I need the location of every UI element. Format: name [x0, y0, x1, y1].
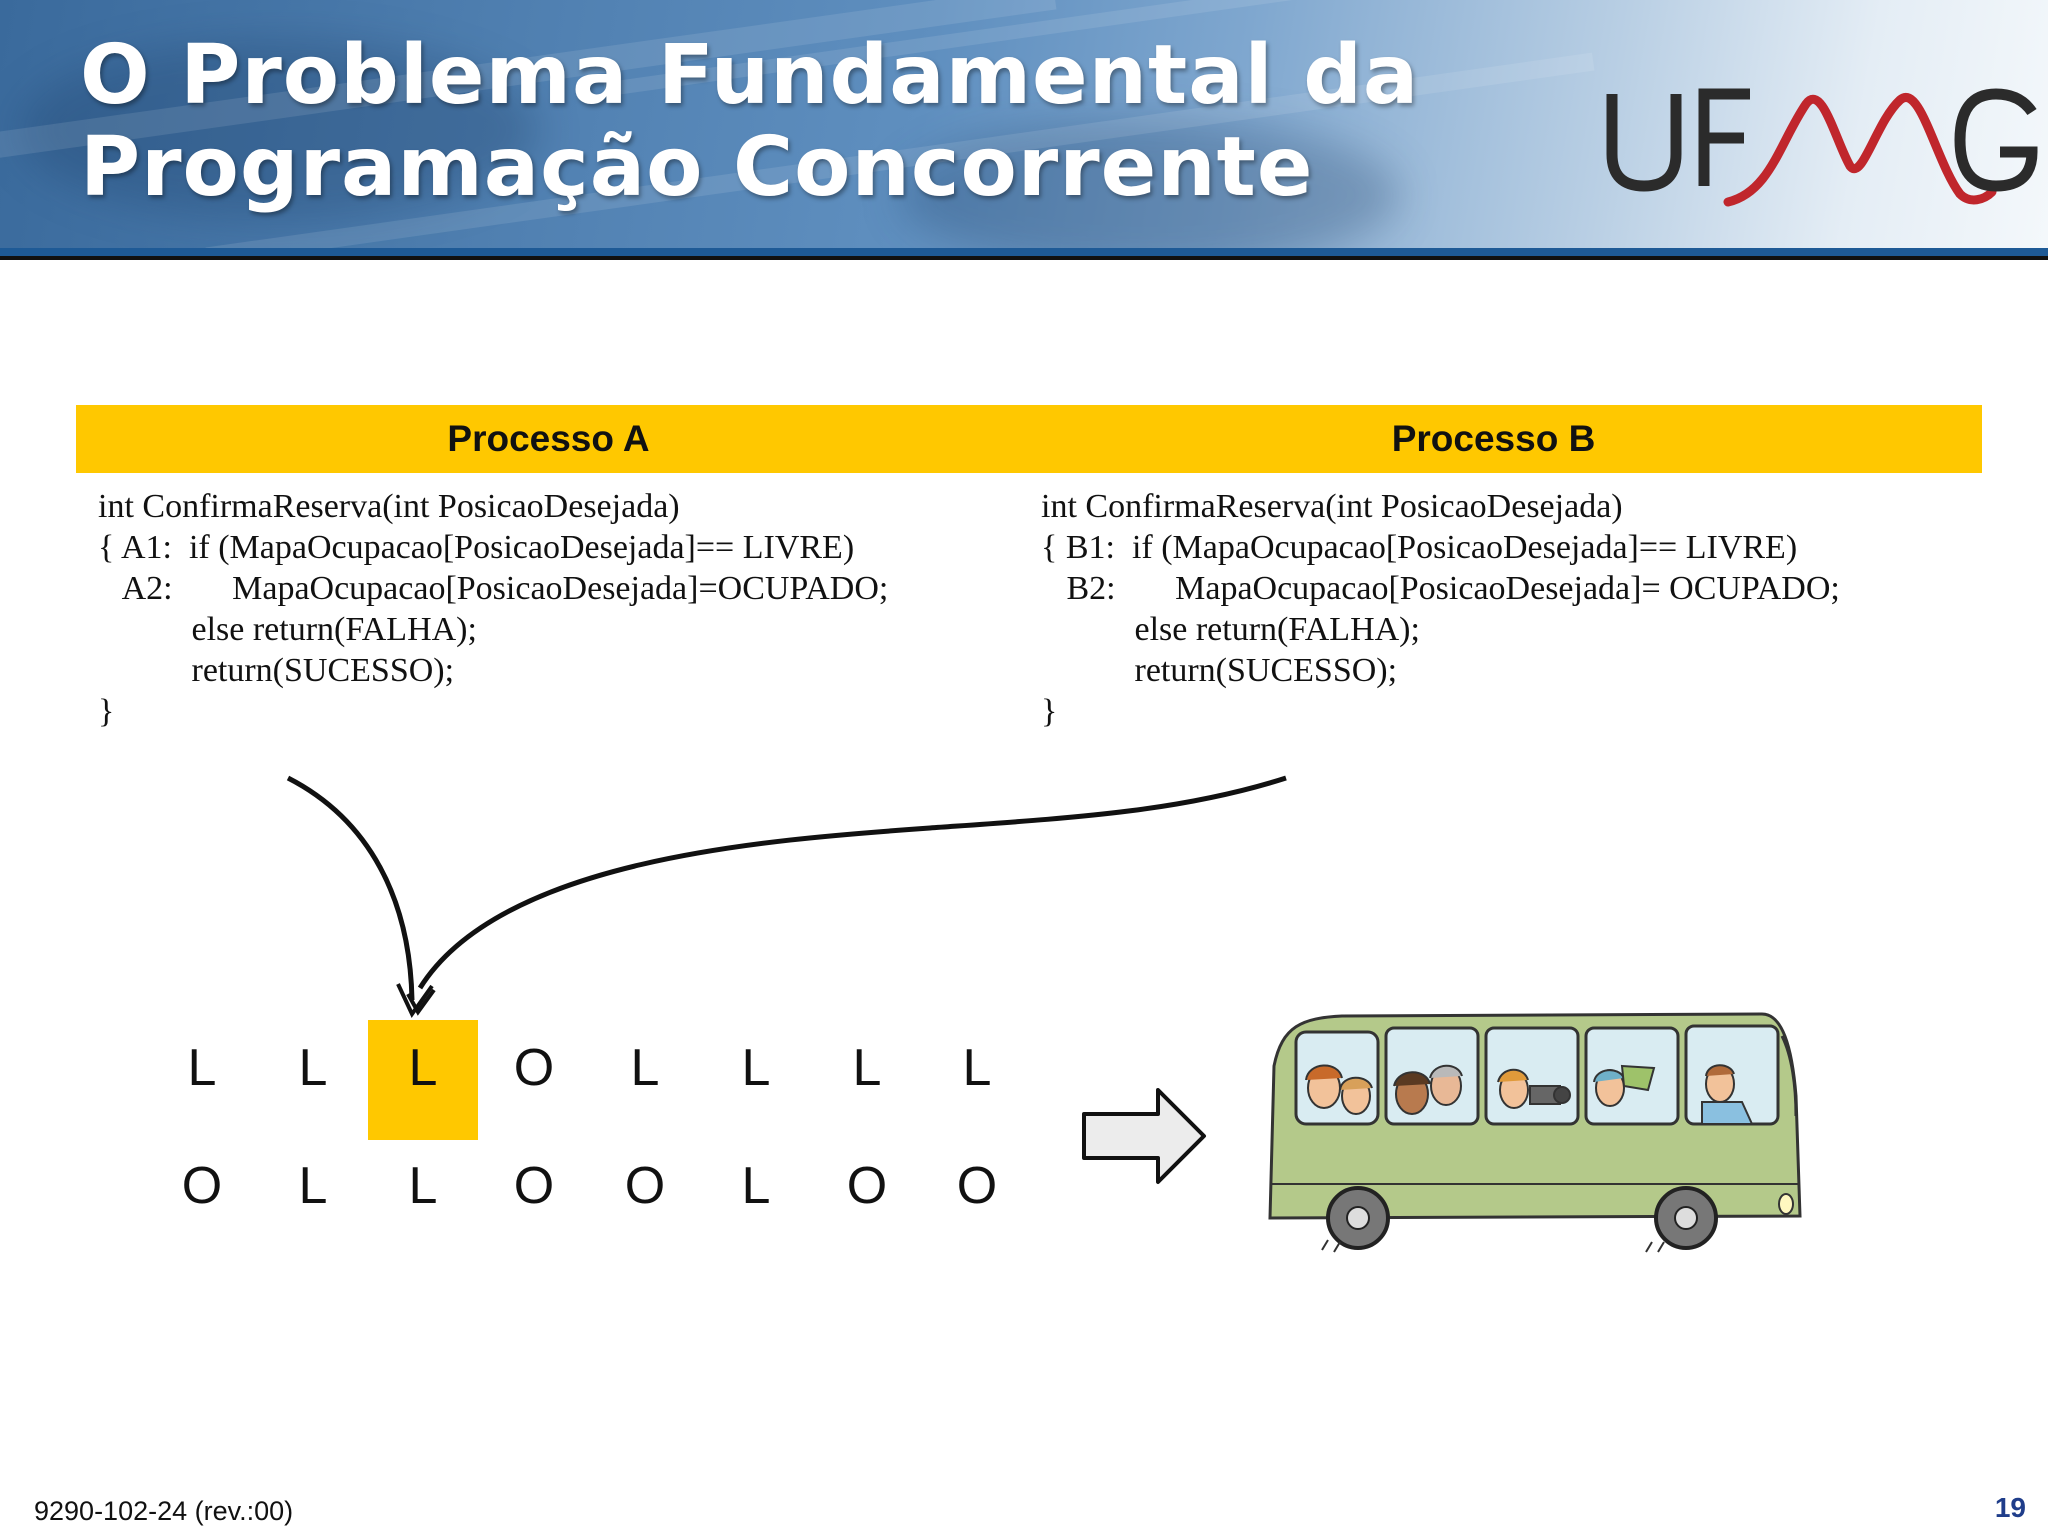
- seat-cell: O: [513, 1039, 555, 1097]
- slide-title: O Problema Fundamental da Programação Co…: [80, 30, 1419, 214]
- seat-cell: L: [852, 1039, 882, 1097]
- code-line: return(SUCESSO);: [98, 652, 455, 689]
- slide-header: O Problema Fundamental da Programação Co…: [0, 0, 2048, 248]
- seat-cell-contended: L: [408, 1039, 438, 1097]
- code-line: else return(FALHA);: [1041, 611, 1420, 648]
- seat-cell: L: [741, 1039, 771, 1097]
- seat-cell: O: [513, 1157, 555, 1215]
- ufmg-logo: [1606, 88, 2038, 207]
- seat-cell: L: [187, 1039, 217, 1097]
- process-a-label: Processo A: [447, 418, 650, 459]
- code-line: else return(FALHA);: [98, 611, 477, 648]
- code-line: A2: MapaOcupacao[PosicaoDesejada]=OCUPAD…: [98, 570, 889, 607]
- seat-cell: L: [298, 1039, 328, 1097]
- seat-cell: O: [846, 1157, 888, 1215]
- code-line: { A1: if (MapaOcupacao[PosicaoDesejada]=…: [98, 529, 855, 566]
- code-line: }: [98, 693, 115, 730]
- contended-seat-highlight: [368, 1020, 478, 1140]
- page-number: 19: [1994, 1492, 2026, 1523]
- code-line: int ConfirmaReserva(int PosicaoDesejada): [98, 488, 680, 525]
- seat-cell: O: [181, 1157, 223, 1215]
- seat-cell: L: [962, 1039, 992, 1097]
- code-line: return(SUCESSO);: [1041, 652, 1398, 689]
- seat-cell: O: [624, 1157, 666, 1215]
- arrowhead-b: [406, 988, 436, 1016]
- code-line: { B1: if (MapaOcupacao[PosicaoDesejada]=…: [1041, 529, 1798, 566]
- code-line: int ConfirmaReserva(int PosicaoDesejada): [1041, 488, 1623, 525]
- seat-cell: L: [298, 1157, 328, 1215]
- title-line-2: Programação Concorrente: [80, 120, 1314, 215]
- process-a-code: int ConfirmaReserva(int PosicaoDesejada)…: [98, 486, 888, 732]
- code-line: }: [1041, 693, 1058, 730]
- footer-document-code: 9290-102-24 (rev.:00): [34, 1496, 294, 1526]
- header-rule-dark: [0, 256, 2048, 260]
- header-rule: [0, 248, 2048, 256]
- process-b-label: Processo B: [1391, 418, 1596, 459]
- bus-with-passengers-icon: [1268, 1012, 1802, 1253]
- process-header-bar: Processo A Processo B: [76, 405, 1982, 473]
- arrowhead-a: [396, 983, 434, 1018]
- title-line-1: O Problema Fundamental da: [80, 28, 1420, 123]
- seat-cell: O: [956, 1157, 998, 1215]
- seat-cell: L: [408, 1157, 438, 1215]
- block-arrow-icon: [1082, 1088, 1206, 1184]
- seat-cell: L: [741, 1157, 771, 1215]
- seat-cell: L: [630, 1039, 660, 1097]
- code-line: B2: MapaOcupacao[PosicaoDesejada]= OCUPA…: [1041, 570, 1840, 607]
- process-b-code: int ConfirmaReserva(int PosicaoDesejada)…: [1041, 486, 1840, 732]
